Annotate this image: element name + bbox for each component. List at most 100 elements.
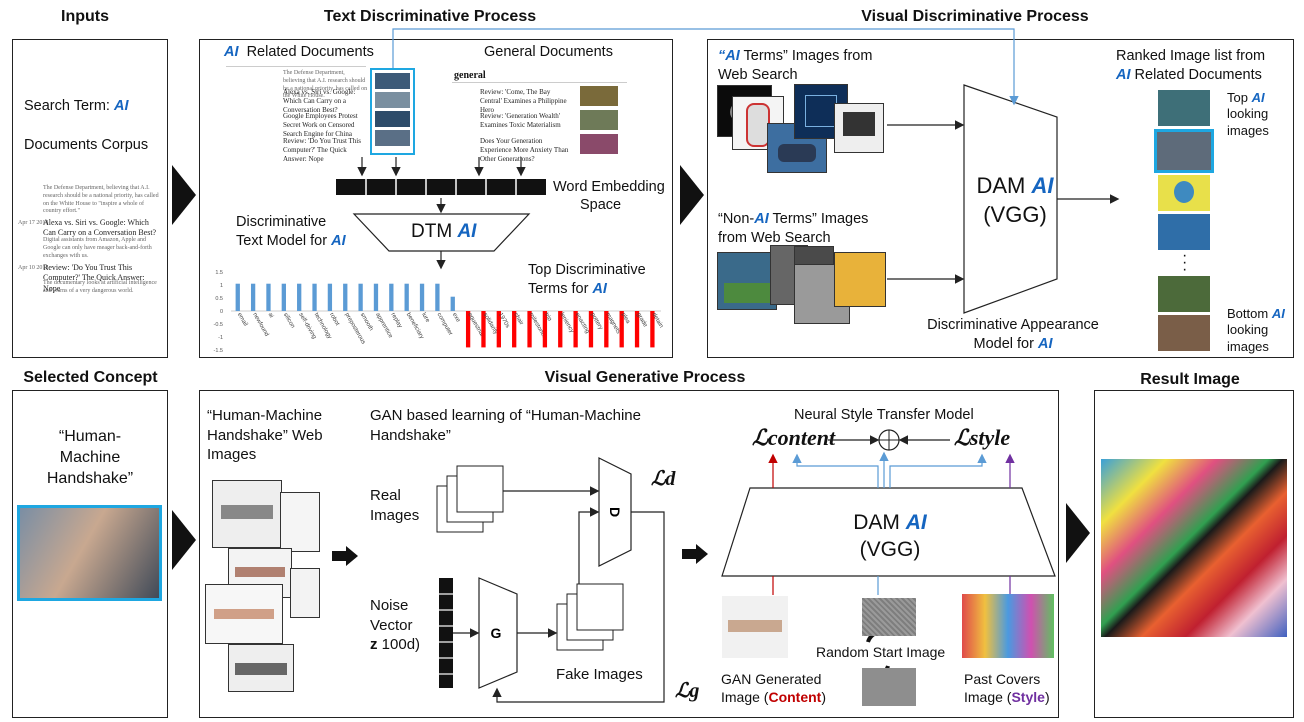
y-tick-label: 1.5 xyxy=(215,270,223,276)
gan-learning-label: GAN based learning of “Human-Machine Han… xyxy=(370,407,641,444)
text-panel-arrows xyxy=(352,157,531,270)
flow-arrow-small xyxy=(682,544,708,564)
past-covers-image xyxy=(962,594,1054,658)
random-start-image-noise xyxy=(862,598,916,636)
category-label: newfound xyxy=(251,312,269,338)
random-start-image-result xyxy=(862,668,916,706)
noise-vector-label: Noise Vector z 100d) xyxy=(370,597,421,653)
chart-bar xyxy=(465,311,471,348)
nst-title: Neural Style Transfer Model xyxy=(794,407,974,423)
result-image xyxy=(1101,459,1287,637)
discriminator-label: D xyxy=(607,507,623,517)
chart-bar xyxy=(604,311,609,348)
flow-arrow xyxy=(680,165,704,225)
concept-image xyxy=(17,505,162,601)
y-tick-label: -1 xyxy=(218,335,223,341)
y-tick-label: 1 xyxy=(220,283,223,289)
dtm-label: DTM AI xyxy=(411,221,477,242)
category-label: lure xyxy=(420,312,431,324)
ai-related-docs-title: AI Related Documents xyxy=(224,44,374,60)
flow-arrow-small xyxy=(332,546,358,566)
chart-bar xyxy=(358,283,363,311)
loss-content-label: ℒcontent xyxy=(752,425,836,450)
category-label: exe xyxy=(451,312,461,324)
loss-style-label: ℒstyle xyxy=(954,425,1011,450)
loss-d-label: ℒd xyxy=(651,468,676,490)
real-images-label: Real Images xyxy=(370,487,420,524)
ranked-image xyxy=(1158,214,1210,250)
y-tick-label: 0 xyxy=(220,309,223,315)
y-tick-label: -1.5 xyxy=(214,348,223,354)
y-tick-label: 0.5 xyxy=(215,296,223,302)
ranked-list-caption: Ranked Image list from AI Related Docume… xyxy=(1116,48,1266,83)
chart-bar xyxy=(650,311,655,348)
fake-images-label: Fake Images xyxy=(556,666,643,683)
chart-bar xyxy=(588,311,594,348)
chart-bar xyxy=(542,311,548,348)
nst-diagram xyxy=(721,429,1056,678)
dam-ai-label: DAM AI (VGG) xyxy=(976,173,1054,227)
chart-bar xyxy=(297,283,302,311)
category-label: smooth xyxy=(359,312,374,332)
chart-bar xyxy=(558,311,563,348)
top-terms-caption: Top Discriminative Terms for AI xyxy=(528,262,646,297)
dam-caption: Discriminative Appearance Model for AI xyxy=(927,317,1099,352)
non-ai-terms-images-label: “Non-AI Terms” Images from Web Search xyxy=(718,211,869,246)
ranked-image xyxy=(1158,315,1210,351)
gan-generated-image xyxy=(722,596,788,658)
flow-arrow xyxy=(172,165,196,225)
ellipsis-dots: ··· xyxy=(1182,247,1188,278)
inputs-panel: Search Term: AI Documents Corpus The Def… xyxy=(12,39,168,358)
general-docs-title: General Documents xyxy=(484,44,613,60)
chart-bar xyxy=(235,283,240,311)
chart-bar xyxy=(343,283,348,311)
category-label: trip xyxy=(543,312,553,323)
header-generative-process: Visual Generative Process xyxy=(544,369,746,386)
dtm-caption: Discriminative Text Model for AI xyxy=(236,214,346,249)
gan-diagram: D G xyxy=(436,457,665,703)
past-covers-caption: Past Covers Image (Style) xyxy=(964,671,1050,706)
header-inputs: Inputs xyxy=(61,8,109,25)
category-label: replay xyxy=(389,312,402,329)
ai-docs-image-strip xyxy=(370,68,415,155)
ai-docs-image-link-arrow xyxy=(392,28,1019,106)
header-result-image: Result Image xyxy=(1140,371,1240,388)
nst-dam-label: DAM AI (VGG) xyxy=(853,511,927,562)
ranked-image xyxy=(1158,276,1210,312)
chart-bar xyxy=(327,283,333,311)
dam-visual-arrows xyxy=(887,84,1120,314)
bottom-ai-caption: Bottom AI looking images xyxy=(1227,306,1285,354)
y-tick-label: -0.5 xyxy=(214,322,223,328)
category-label: silicon xyxy=(282,312,296,329)
category-label: robot xyxy=(328,312,340,327)
chart-bar xyxy=(250,283,256,311)
category-label: chair xyxy=(512,312,524,326)
chart-bar xyxy=(266,283,271,311)
result-panel xyxy=(1094,390,1294,718)
category-label: plea xyxy=(620,312,631,325)
chart-bar xyxy=(634,311,640,348)
chart-bar xyxy=(435,283,440,311)
category-label: computer xyxy=(436,312,454,337)
search-term-label: Search Term: AI xyxy=(24,98,129,114)
chart-bar xyxy=(496,311,501,348)
chart-bar xyxy=(573,311,578,348)
chart-bar xyxy=(527,311,532,348)
flow-arrow xyxy=(172,510,196,570)
chart-bar xyxy=(389,283,394,311)
generator-label: G xyxy=(491,625,502,641)
documents-corpus-label: Documents Corpus xyxy=(24,137,149,153)
chart-bar xyxy=(512,311,517,348)
chart-bar xyxy=(404,283,409,311)
word-embedding-vector xyxy=(336,179,546,195)
header-visual-process: Visual Discriminative Process xyxy=(861,8,1089,25)
concept-label: “Human- Machine Handshake” xyxy=(46,428,134,487)
flow-arrow xyxy=(1066,503,1090,563)
random-start-label: Random Start Image xyxy=(816,644,946,660)
header-text-process: Text Discriminative Process xyxy=(323,8,537,25)
ai-terms-images-label: “AI Terms” Images from Web Search xyxy=(718,48,873,83)
ranked-image-highlighted xyxy=(1154,129,1214,173)
word-embedding-label: Word Embedding Space xyxy=(553,179,665,214)
chart-bar xyxy=(619,311,624,348)
